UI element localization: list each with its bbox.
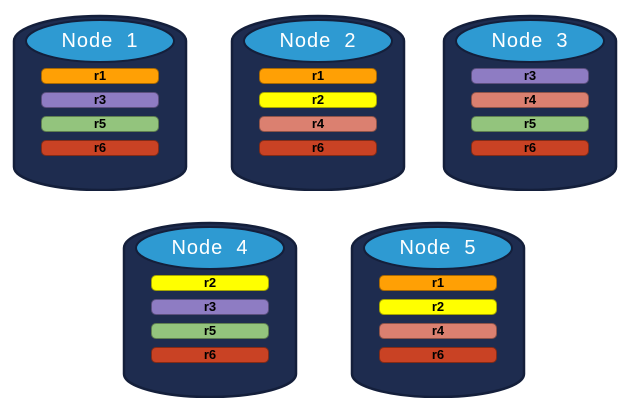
replica-list: r1 r3 r5 r6 bbox=[41, 68, 159, 156]
replica-bar: r5 bbox=[41, 116, 159, 132]
replica-bar: r6 bbox=[151, 347, 269, 363]
replica-bar: r1 bbox=[379, 275, 497, 291]
replica-bar: r2 bbox=[379, 299, 497, 315]
replica-bar: r5 bbox=[151, 323, 269, 339]
replica-bar: r3 bbox=[471, 68, 589, 84]
replica-bar: r3 bbox=[41, 92, 159, 108]
db-node-5: Node 5 r1 r2 r4 r6 bbox=[350, 220, 526, 398]
replica-bar: r4 bbox=[471, 92, 589, 108]
node-title: Node 2 bbox=[279, 30, 357, 52]
replica-bar: r4 bbox=[259, 116, 377, 132]
node-title: Node 5 bbox=[399, 237, 477, 259]
db-node-3: Node 3 r3 r4 r5 r6 bbox=[442, 13, 618, 191]
db-node-1: Node 1 r1 r3 r5 r6 bbox=[12, 13, 188, 191]
replica-bar: r6 bbox=[41, 140, 159, 156]
replica-bar: r6 bbox=[259, 140, 377, 156]
replica-bar: r2 bbox=[259, 92, 377, 108]
replica-bar: r4 bbox=[379, 323, 497, 339]
replica-bar: r3 bbox=[151, 299, 269, 315]
node-title: Node 3 bbox=[491, 30, 569, 52]
replica-list: r2 r3 r5 r6 bbox=[151, 275, 269, 363]
replica-bar: r5 bbox=[471, 116, 589, 132]
node-title: Node 1 bbox=[61, 30, 139, 52]
db-node-2: Node 2 r1 r2 r4 r6 bbox=[230, 13, 406, 191]
node-title: Node 4 bbox=[171, 237, 249, 259]
replica-bar: r1 bbox=[41, 68, 159, 84]
replica-bar: r6 bbox=[379, 347, 497, 363]
replica-bar: r6 bbox=[471, 140, 589, 156]
replica-list: r1 r2 r4 r6 bbox=[379, 275, 497, 363]
replica-list: r3 r4 r5 r6 bbox=[471, 68, 589, 156]
replica-bar: r2 bbox=[151, 275, 269, 291]
replica-list: r1 r2 r4 r6 bbox=[259, 68, 377, 156]
replica-bar: r1 bbox=[259, 68, 377, 84]
db-node-4: Node 4 r2 r3 r5 r6 bbox=[122, 220, 298, 398]
